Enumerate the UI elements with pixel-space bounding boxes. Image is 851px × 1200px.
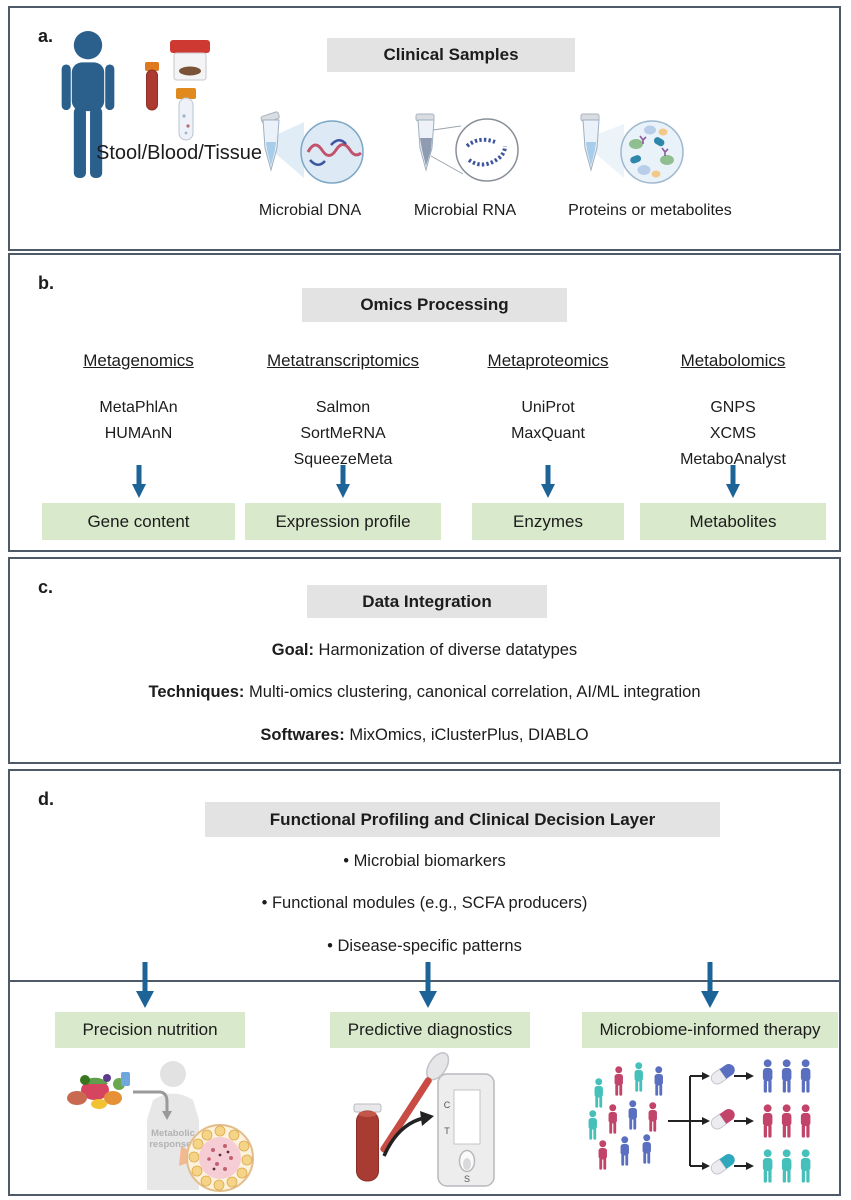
column-tools: UniProt MaxQuant [472,395,624,447]
panel-clinical-samples: a. Clinical Samples Stool/Blood/Tissue M… [8,6,841,251]
tool-item: UniProt [521,399,575,416]
output-box: Expression profile [245,503,441,540]
panel-functional-profiling: d. Functional Profiling and Clinical Dec… [8,769,841,982]
goal-text: Harmonization of diverse datatypes [313,641,578,659]
patient-crowd [588,1062,663,1170]
down-arrow-icon [336,465,350,498]
microbiome-therapy-illustration [588,1059,811,1183]
goal-prefix: Goal: [271,641,314,659]
omics-column-metabolomics: Metabolomics GNPS XCMS MetaboAnalyst Met… [640,255,826,550]
lft-c-label: C [444,1100,451,1110]
panel-d-letter: d. [38,789,54,809]
panel-omics-processing: b. Omics Processing Metagenomics MetaPhl… [8,253,841,552]
softwares-text: MixOmics, iClusterPlus, DIABLO [344,726,589,744]
column-tools: MetaPhlAn HUMAnN [42,395,235,447]
sample-label-rna: Microbial RNA [413,202,517,219]
column-tools: Salmon SortMeRNA SqueezeMeta [245,395,441,473]
sample-label-proteins: Proteins or metabolites [568,202,732,219]
bullet-functional-modules: • Functional modules (e.g., SCFA produce… [261,894,588,912]
microbial-rna-icon [415,113,519,182]
techniques-prefix: Techniques: [148,683,245,701]
panel-data-integration: c. Data Integration Goal: Harmonization … [8,557,841,764]
tool-item: GNPS [710,399,756,416]
tool-item: Salmon [315,399,371,416]
responder-group-blue [762,1059,811,1093]
output-box: Enzymes [472,503,624,540]
techniques-text: Multi-omics clustering, canonical correl… [244,683,701,701]
microbial-dna-icon [260,111,364,184]
metabolic-note-line1: Metabolic [151,1128,195,1139]
lft-t-label: T [444,1126,450,1136]
flow-arrow-nutrition-icon [136,962,154,1008]
patient-icon [61,31,115,178]
flow-arrow-therapy-icon [701,962,719,1008]
omics-column-metaproteomics: Metaproteomics UniProt MaxQuant Enzymes [472,255,624,550]
bullet-disease-patterns: • Disease-specific patterns [327,937,522,955]
tool-item: MetaboAnalyst [680,451,786,468]
branch-lines [668,1075,746,1167]
techniques-line: Techniques: Multi-omics clustering, cano… [10,683,839,702]
data-integration-header: Data Integration [307,585,547,618]
outcome-microbiome-therapy: Microbiome-informed therapy [582,1012,838,1048]
specimen-containers-icon [145,40,210,141]
omics-processing-header: Omics Processing [302,288,567,322]
functional-profiling-header: Functional Profiling and Clinical Decisi… [205,802,720,837]
sample-label-dna: Microbial DNA [258,202,362,219]
pill-red-icon [710,1108,735,1130]
goal-line: Goal: Harmonization of diverse datatypes [10,641,839,660]
tool-item: MetaPhlAn [99,399,178,416]
panel-outcomes: Precision nutrition Predictive diagnosti… [8,980,841,1196]
column-tools: GNPS XCMS MetaboAnalyst [640,395,826,473]
panel-b-letter: b. [38,273,54,293]
proteins-metabolites-icon [580,113,684,184]
omics-column-metagenomics: Metagenomics MetaPhlAn HUMAnN Gene conte… [42,255,235,550]
panel-a-letter: a. [38,26,54,46]
softwares-line: Softwares: MixOmics, iClusterPlus, DIABL… [10,726,839,745]
precision-nutrition-illustration: Metabolic responses [67,1061,254,1192]
output-box: Gene content [42,503,235,540]
column-title: Metagenomics [83,351,194,370]
flow-arrow-diagnostics-icon [419,962,437,1008]
softwares-prefix: Softwares: [260,726,345,744]
panel-c-letter: c. [38,577,54,597]
clinical-samples-header: Clinical Samples [327,38,575,72]
column-title: Metaproteomics [487,351,609,370]
output-box: Metabolites [640,503,826,540]
down-arrow-icon [726,465,740,498]
lft-s-label: S [464,1174,470,1184]
tool-item: MaxQuant [511,425,585,442]
outcome-predictive-diagnostics: Predictive diagnostics [330,1012,530,1048]
down-arrow-icon [131,465,146,498]
predictive-diagnostics-illustration: C T S [353,1052,495,1187]
metabolic-note-line2: responses [149,1139,197,1150]
branch-arrowheads [702,1072,754,1170]
column-title: Metatranscriptomics [266,351,420,370]
pill-teal-icon [710,1153,735,1175]
omics-column-metatranscriptomics: Metatranscriptomics Salmon SortMeRNA Squ… [245,255,441,550]
tool-item: HUMAnN [104,425,173,442]
outcome-precision-nutrition: Precision nutrition [55,1012,245,1048]
bullet-microbial-biomarkers: • Microbial biomarkers [343,852,506,870]
pill-blue-icon [710,1063,735,1085]
column-title: Metabolomics [680,351,786,370]
tool-item: SortMeRNA [300,425,386,442]
responder-group-red [762,1104,811,1138]
tool-item: XCMS [709,425,757,442]
down-arrow-icon [541,465,555,498]
tool-item: SqueezeMeta [293,451,393,468]
source-label: Stool/Blood/Tissue [96,142,263,164]
responder-group-teal [762,1149,811,1183]
